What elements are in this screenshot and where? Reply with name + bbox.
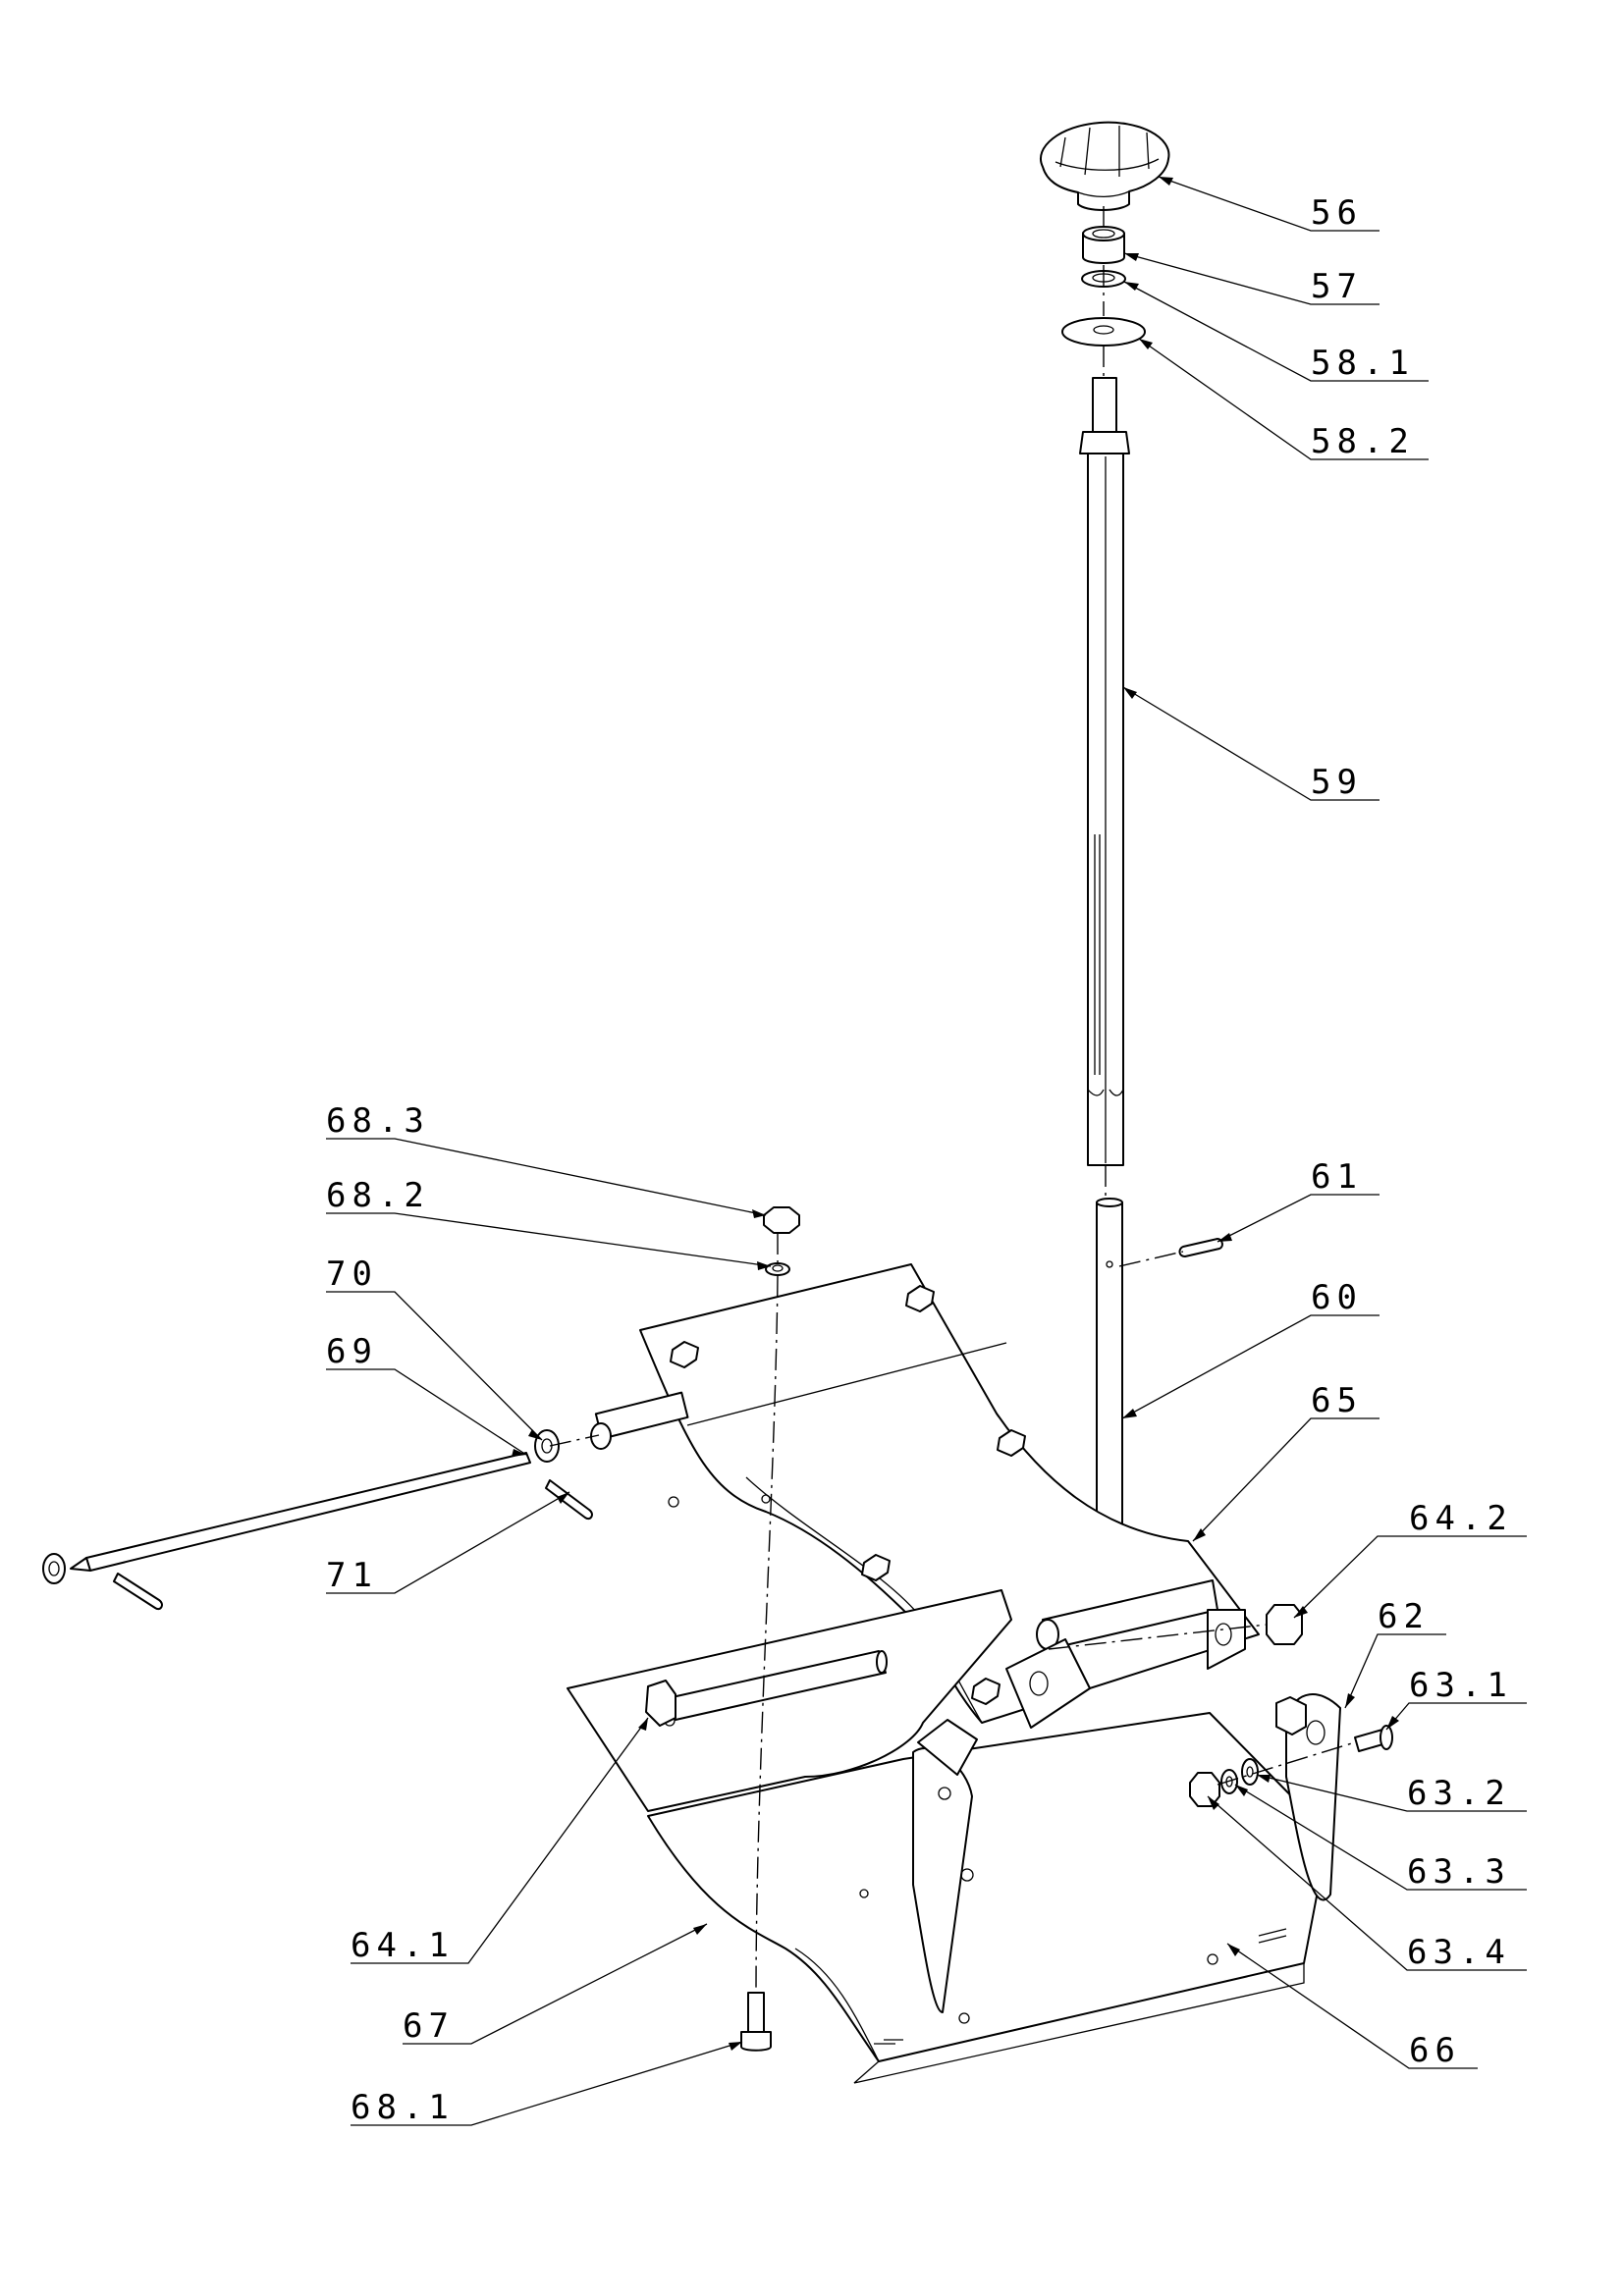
label-68-2: 68.2 [326,1176,430,1215]
label-60: 60 [1311,1278,1363,1317]
label-64-1: 64.1 [351,1926,455,1965]
clamp-left [912,1719,978,2013]
assembly-centerlines [549,206,1356,1994]
label-63-1: 63.1 [1409,1666,1513,1705]
label-59: 59 [1311,763,1363,802]
label-63-2: 63.2 [1407,1774,1511,1813]
knob-56 [1040,121,1170,211]
washer-68-2 [765,1262,790,1276]
tube-bracket [1005,1579,1246,1729]
split-pin-71 [113,1479,593,1610]
label-56: 56 [1311,193,1363,233]
label-68-3: 68.3 [326,1101,430,1141]
sleeve-57 [1082,226,1125,264]
label-65: 65 [1311,1381,1363,1420]
washer-58-2 [1061,317,1146,347]
bolt-64-1 [645,1650,888,1727]
washer-63-2 [1241,1758,1259,1786]
label-68-1: 68.1 [351,2088,455,2127]
label-62: 62 [1378,1597,1430,1636]
bracket-62 [1275,1693,1341,1901]
shaft-59 [1079,377,1130,1166]
label-70: 70 [326,1255,378,1294]
nut-68-3 [763,1206,800,1234]
leader-lines [326,176,1527,2126]
bolt-68-1 [740,1992,772,2052]
label-67: 67 [403,2006,455,2046]
label-58-1: 58.1 [1311,344,1415,383]
label-66: 66 [1409,2031,1461,2070]
leader-arrows [512,177,1399,2051]
label-71: 71 [326,1556,378,1595]
pin-61 [1178,1238,1223,1257]
part-shapes [42,121,1393,2084]
lower-plate-66-67 [567,1589,1325,2084]
part-labels: 56 57 58.1 58.2 59 61 60 65 64.2 62 63.1… [326,193,1513,2127]
label-58-2: 58.2 [1311,422,1415,461]
screw-63-1 [1354,1725,1393,1752]
nut-64-2 [1266,1604,1303,1645]
label-64-2: 64.2 [1409,1499,1513,1538]
label-61: 61 [1311,1157,1363,1197]
label-63-4: 63.4 [1407,1933,1511,1972]
hinge-pin-69 [42,1391,689,1584]
label-63-3: 63.3 [1407,1852,1511,1892]
label-57: 57 [1311,267,1363,306]
label-69: 69 [326,1332,378,1371]
washer-70 [534,1429,560,1463]
nut-63-4 [1189,1772,1220,1807]
